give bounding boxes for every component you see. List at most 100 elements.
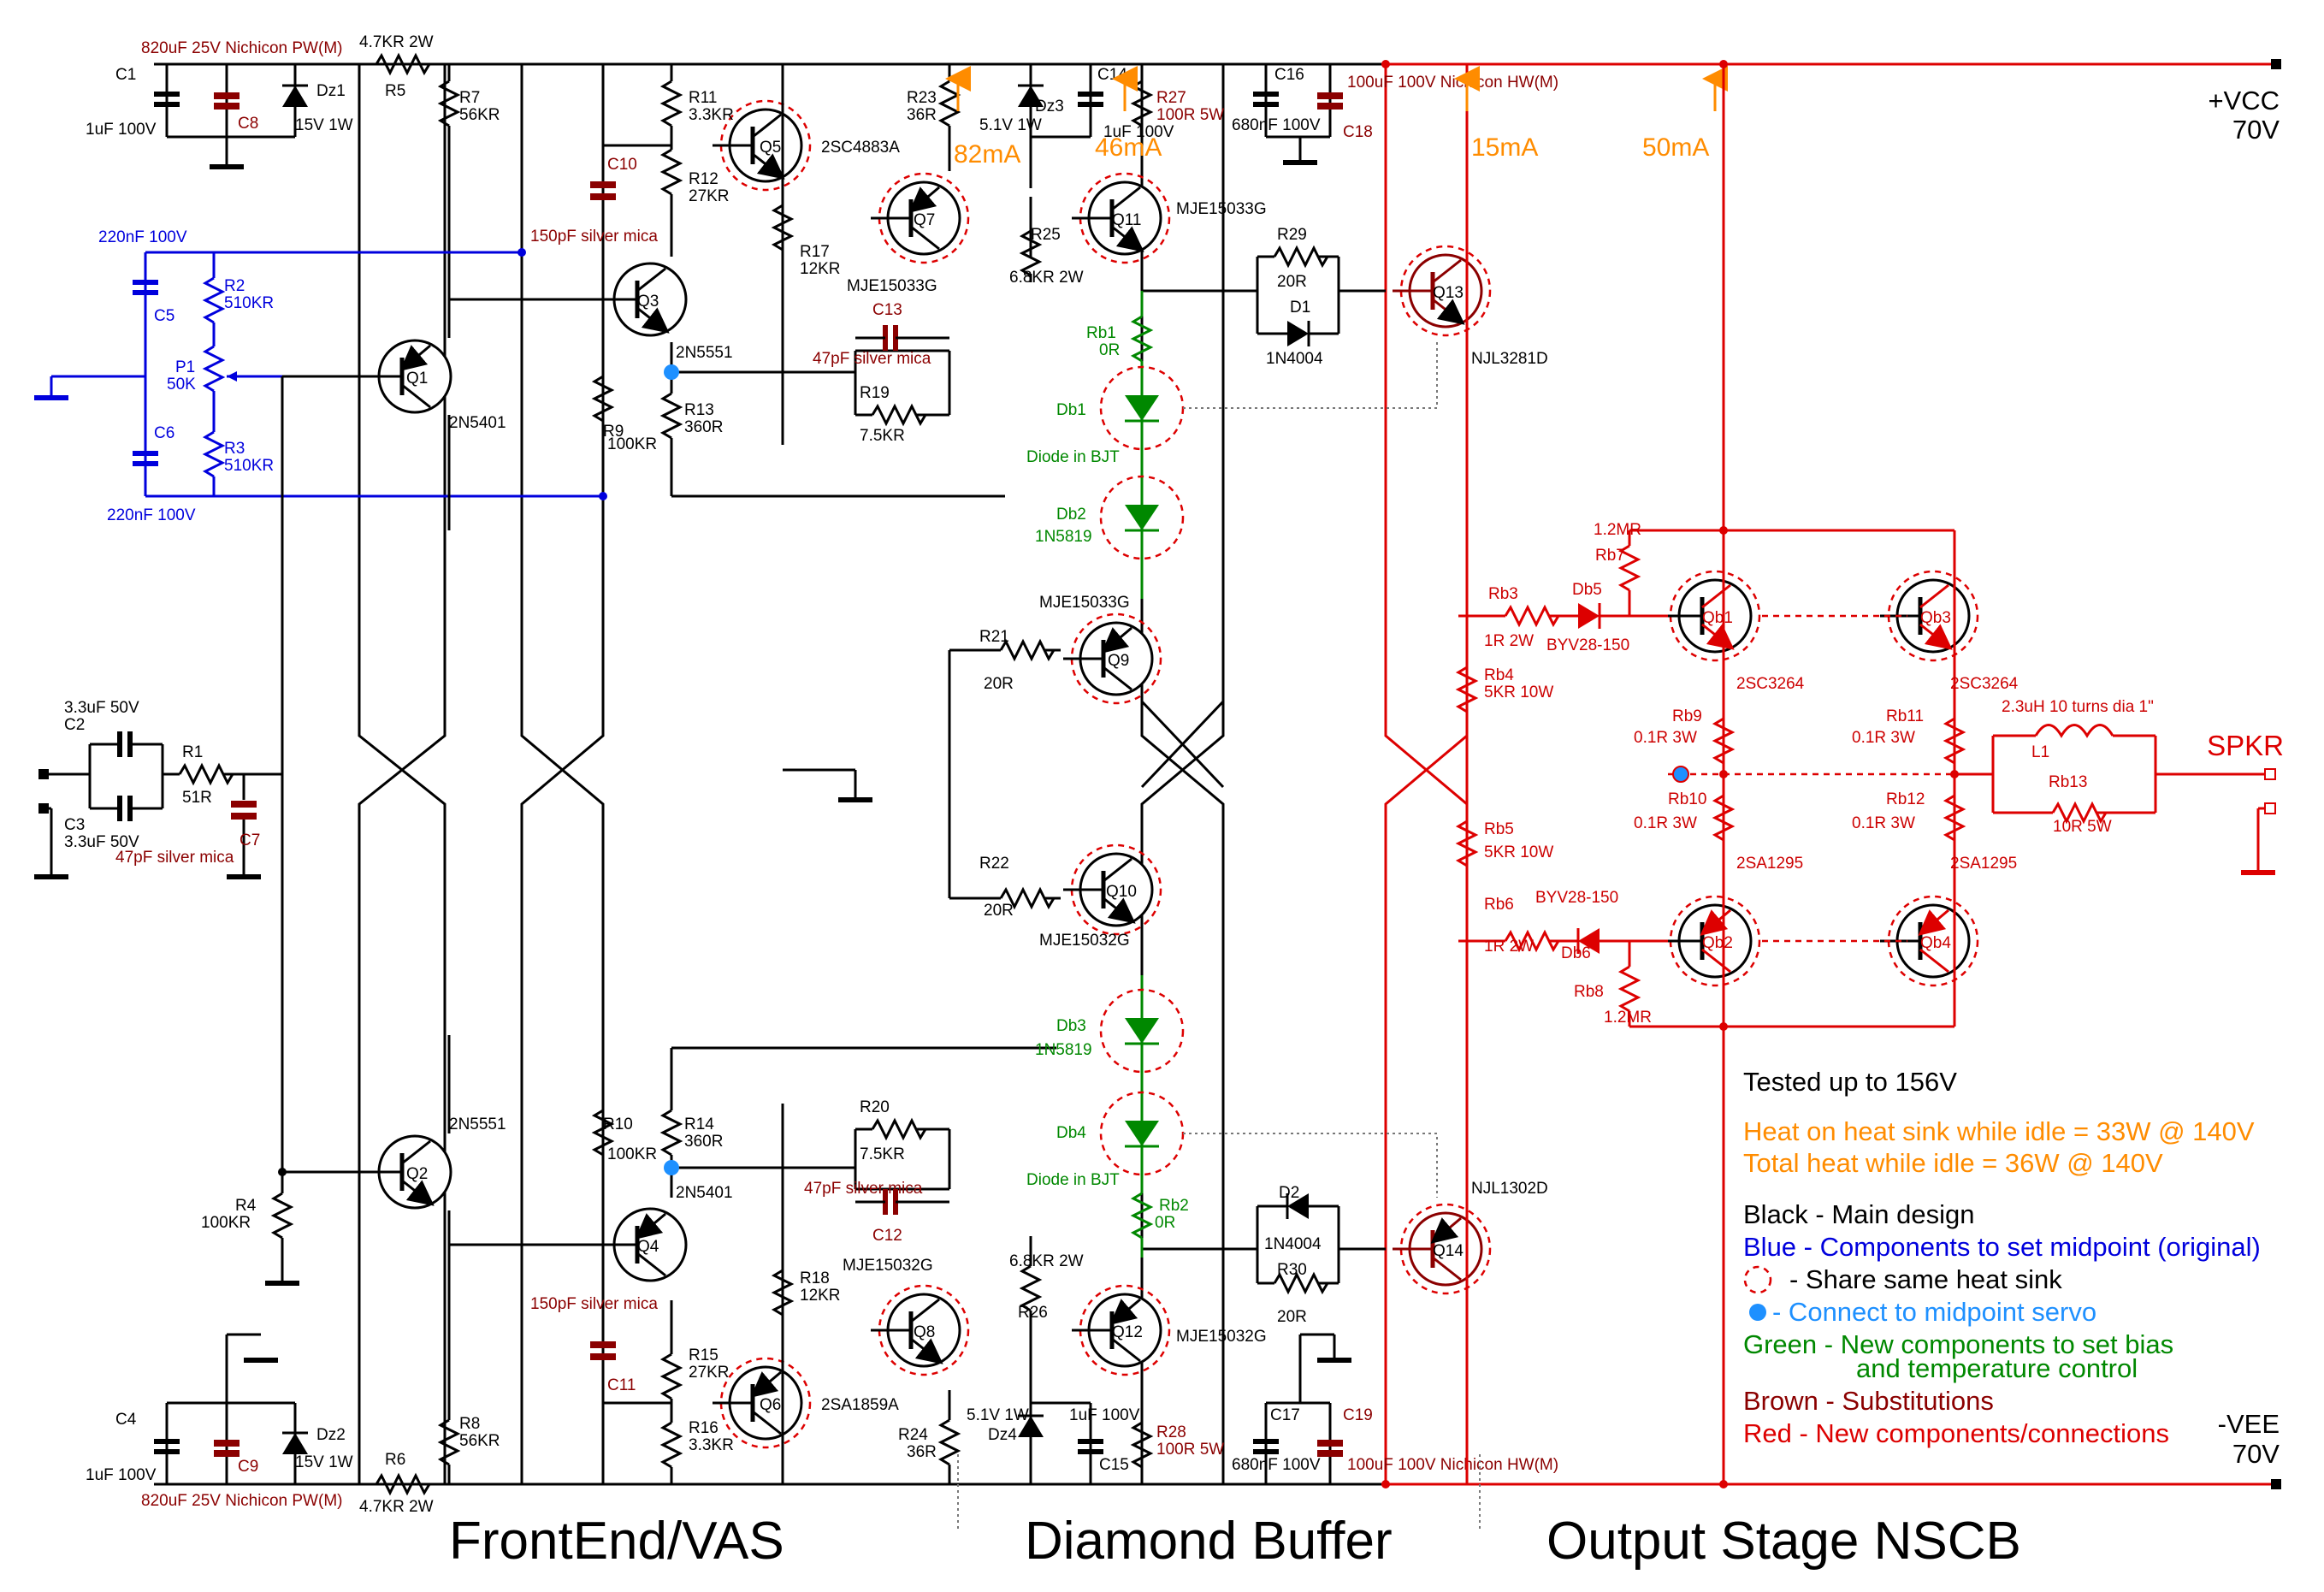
svg-text:680nF 100V: 680nF 100V bbox=[1232, 1456, 1321, 1474]
legend-text: Red - New components/connections bbox=[1743, 1418, 2169, 1448]
svg-text:100KR: 100KR bbox=[607, 1145, 657, 1163]
label-q5: Q5 bbox=[760, 139, 781, 157]
svg-text:C12: C12 bbox=[872, 1227, 902, 1245]
buffer-wiring bbox=[937, 64, 1386, 1484]
svg-text:C11: C11 bbox=[607, 1376, 636, 1394]
type-q7: MJE15033G bbox=[847, 277, 937, 295]
svg-text:R28: R28 bbox=[1156, 1423, 1186, 1441]
svg-text:15V 1W: 15V 1W bbox=[295, 1453, 353, 1471]
svg-text:R24: R24 bbox=[898, 1426, 928, 1444]
svg-text:R29: R29 bbox=[1277, 226, 1307, 244]
svg-text:6.8KR 2W: 6.8KR 2W bbox=[1009, 1252, 1084, 1270]
svg-text:Rb7: Rb7 bbox=[1595, 547, 1625, 565]
label-q12: Q12 bbox=[1112, 1323, 1143, 1341]
legend-text: Brown - Substitutions bbox=[1743, 1386, 1994, 1416]
svg-text:4.7KR 2W: 4.7KR 2W bbox=[359, 1498, 434, 1516]
svg-text:3.3uF 50V: 3.3uF 50V bbox=[64, 833, 139, 851]
label-q1: Q1 bbox=[406, 370, 428, 388]
legend-item-2: - Share same heat sink bbox=[1743, 1264, 2062, 1294]
note-tested: Tested up to 156V bbox=[1743, 1067, 1957, 1097]
vee-label: -VEE bbox=[2218, 1409, 2280, 1439]
type-q5: 2SC4883A bbox=[821, 139, 900, 157]
svg-text:1uF 100V: 1uF 100V bbox=[1103, 123, 1174, 141]
svg-text:1.2MR: 1.2MR bbox=[1594, 521, 1641, 539]
svg-text:510KR: 510KR bbox=[224, 457, 274, 475]
svg-text:R21: R21 bbox=[979, 628, 1009, 646]
label-q8: Q8 bbox=[914, 1323, 935, 1341]
supply-filter-top bbox=[154, 52, 461, 299]
svg-text:MJE15033G: MJE15033G bbox=[1039, 594, 1130, 612]
svg-text:Rb11: Rb11 bbox=[1886, 707, 1924, 725]
svg-text:C14: C14 bbox=[1097, 66, 1127, 84]
svg-text:R9: R9 bbox=[603, 423, 624, 441]
svg-text:C8: C8 bbox=[238, 115, 258, 133]
svg-text:Rb12: Rb12 bbox=[1886, 790, 1925, 808]
bias-string bbox=[1099, 291, 1438, 1258]
svg-text:51R: 51R bbox=[182, 789, 212, 807]
svg-text:Rb6: Rb6 bbox=[1484, 896, 1514, 914]
label-qb2: Qb2 bbox=[1702, 934, 1733, 952]
transistor-q10: Q10 bbox=[1063, 843, 1162, 936]
legend-item-1: Blue - Components to set midpoint (origi… bbox=[1743, 1232, 2261, 1262]
svg-text:0.1R 3W: 0.1R 3W bbox=[1852, 814, 1915, 832]
svg-text:56KR: 56KR bbox=[459, 1432, 500, 1450]
svg-text:R12: R12 bbox=[689, 170, 718, 188]
svg-text:20R: 20R bbox=[1277, 1308, 1307, 1326]
legend-text: Blue - Components to set midpoint (origi… bbox=[1743, 1232, 2261, 1262]
svg-text:R5: R5 bbox=[385, 82, 405, 100]
svg-text:R22: R22 bbox=[979, 855, 1009, 873]
legend-item-4: Green - New components to set bias bbox=[1743, 1329, 2173, 1359]
svg-text:1N4004: 1N4004 bbox=[1264, 1235, 1322, 1253]
svg-text:Rb9: Rb9 bbox=[1672, 707, 1702, 725]
label-q4: Q4 bbox=[637, 1238, 659, 1256]
svg-text:Db4: Db4 bbox=[1056, 1124, 1086, 1142]
svg-text:R4: R4 bbox=[235, 1197, 257, 1215]
svg-text:510KR: 510KR bbox=[224, 294, 274, 312]
svg-text:4.7KR 2W: 4.7KR 2W bbox=[359, 33, 434, 51]
svg-text:R26: R26 bbox=[1018, 1304, 1048, 1322]
svg-text:360R: 360R bbox=[684, 1133, 723, 1151]
legend-text: Black - Main design bbox=[1743, 1199, 1975, 1229]
svg-text:C16: C16 bbox=[1274, 66, 1304, 84]
svg-text:C6: C6 bbox=[154, 424, 174, 442]
svg-text:2SA1295: 2SA1295 bbox=[1950, 855, 2017, 873]
svg-text:R14: R14 bbox=[684, 1116, 714, 1133]
svg-text:Dz1: Dz1 bbox=[316, 82, 346, 100]
svg-text:0R: 0R bbox=[1155, 1214, 1175, 1232]
type-q3: 2N5551 bbox=[676, 344, 733, 362]
svg-text:100KR: 100KR bbox=[607, 435, 657, 453]
svg-text:10R 5W: 10R 5W bbox=[2053, 818, 2112, 836]
type-q1: 2N5401 bbox=[449, 414, 506, 432]
svg-text:C2: C2 bbox=[64, 716, 85, 734]
svg-text:R19: R19 bbox=[860, 384, 890, 402]
svg-text:12KR: 12KR bbox=[800, 1287, 841, 1305]
type-q11: MJE15033G bbox=[1176, 200, 1267, 218]
svg-text:2SC3264: 2SC3264 bbox=[1736, 675, 1805, 693]
current-50mA: 50mA bbox=[1642, 133, 1709, 162]
label-q10: Q10 bbox=[1106, 883, 1137, 901]
svg-text:1.2MR: 1.2MR bbox=[1604, 1009, 1652, 1027]
svg-text:R8: R8 bbox=[459, 1415, 480, 1433]
label-qb3: Qb3 bbox=[1920, 609, 1951, 627]
svg-text:27KR: 27KR bbox=[689, 187, 730, 205]
svg-text:R17: R17 bbox=[800, 243, 830, 261]
svg-text:C19: C19 bbox=[1343, 1406, 1373, 1424]
vcc-voltage: 70V bbox=[2232, 115, 2280, 145]
svg-text:47pF silver mica: 47pF silver mica bbox=[813, 350, 931, 368]
svg-text:0.1R 3W: 0.1R 3W bbox=[1634, 814, 1697, 832]
section-dividers bbox=[957, 1454, 1481, 1531]
svg-text:15V 1W: 15V 1W bbox=[295, 116, 353, 134]
svg-text:12KR: 12KR bbox=[800, 260, 841, 278]
svg-text:1R 2W: 1R 2W bbox=[1484, 632, 1534, 650]
svg-text:Db1: Db1 bbox=[1056, 401, 1086, 419]
svg-text:1N5819: 1N5819 bbox=[1035, 1041, 1092, 1059]
svg-text:D1: D1 bbox=[1290, 299, 1310, 317]
svg-text:R1: R1 bbox=[182, 743, 203, 761]
svg-text:R2: R2 bbox=[224, 277, 245, 295]
svg-text:7.5KR: 7.5KR bbox=[860, 427, 905, 445]
svg-text:47pF silver mica: 47pF silver mica bbox=[115, 849, 234, 867]
note-total-heat: Total heat while idle = 36W @ 140V bbox=[1743, 1148, 2163, 1178]
